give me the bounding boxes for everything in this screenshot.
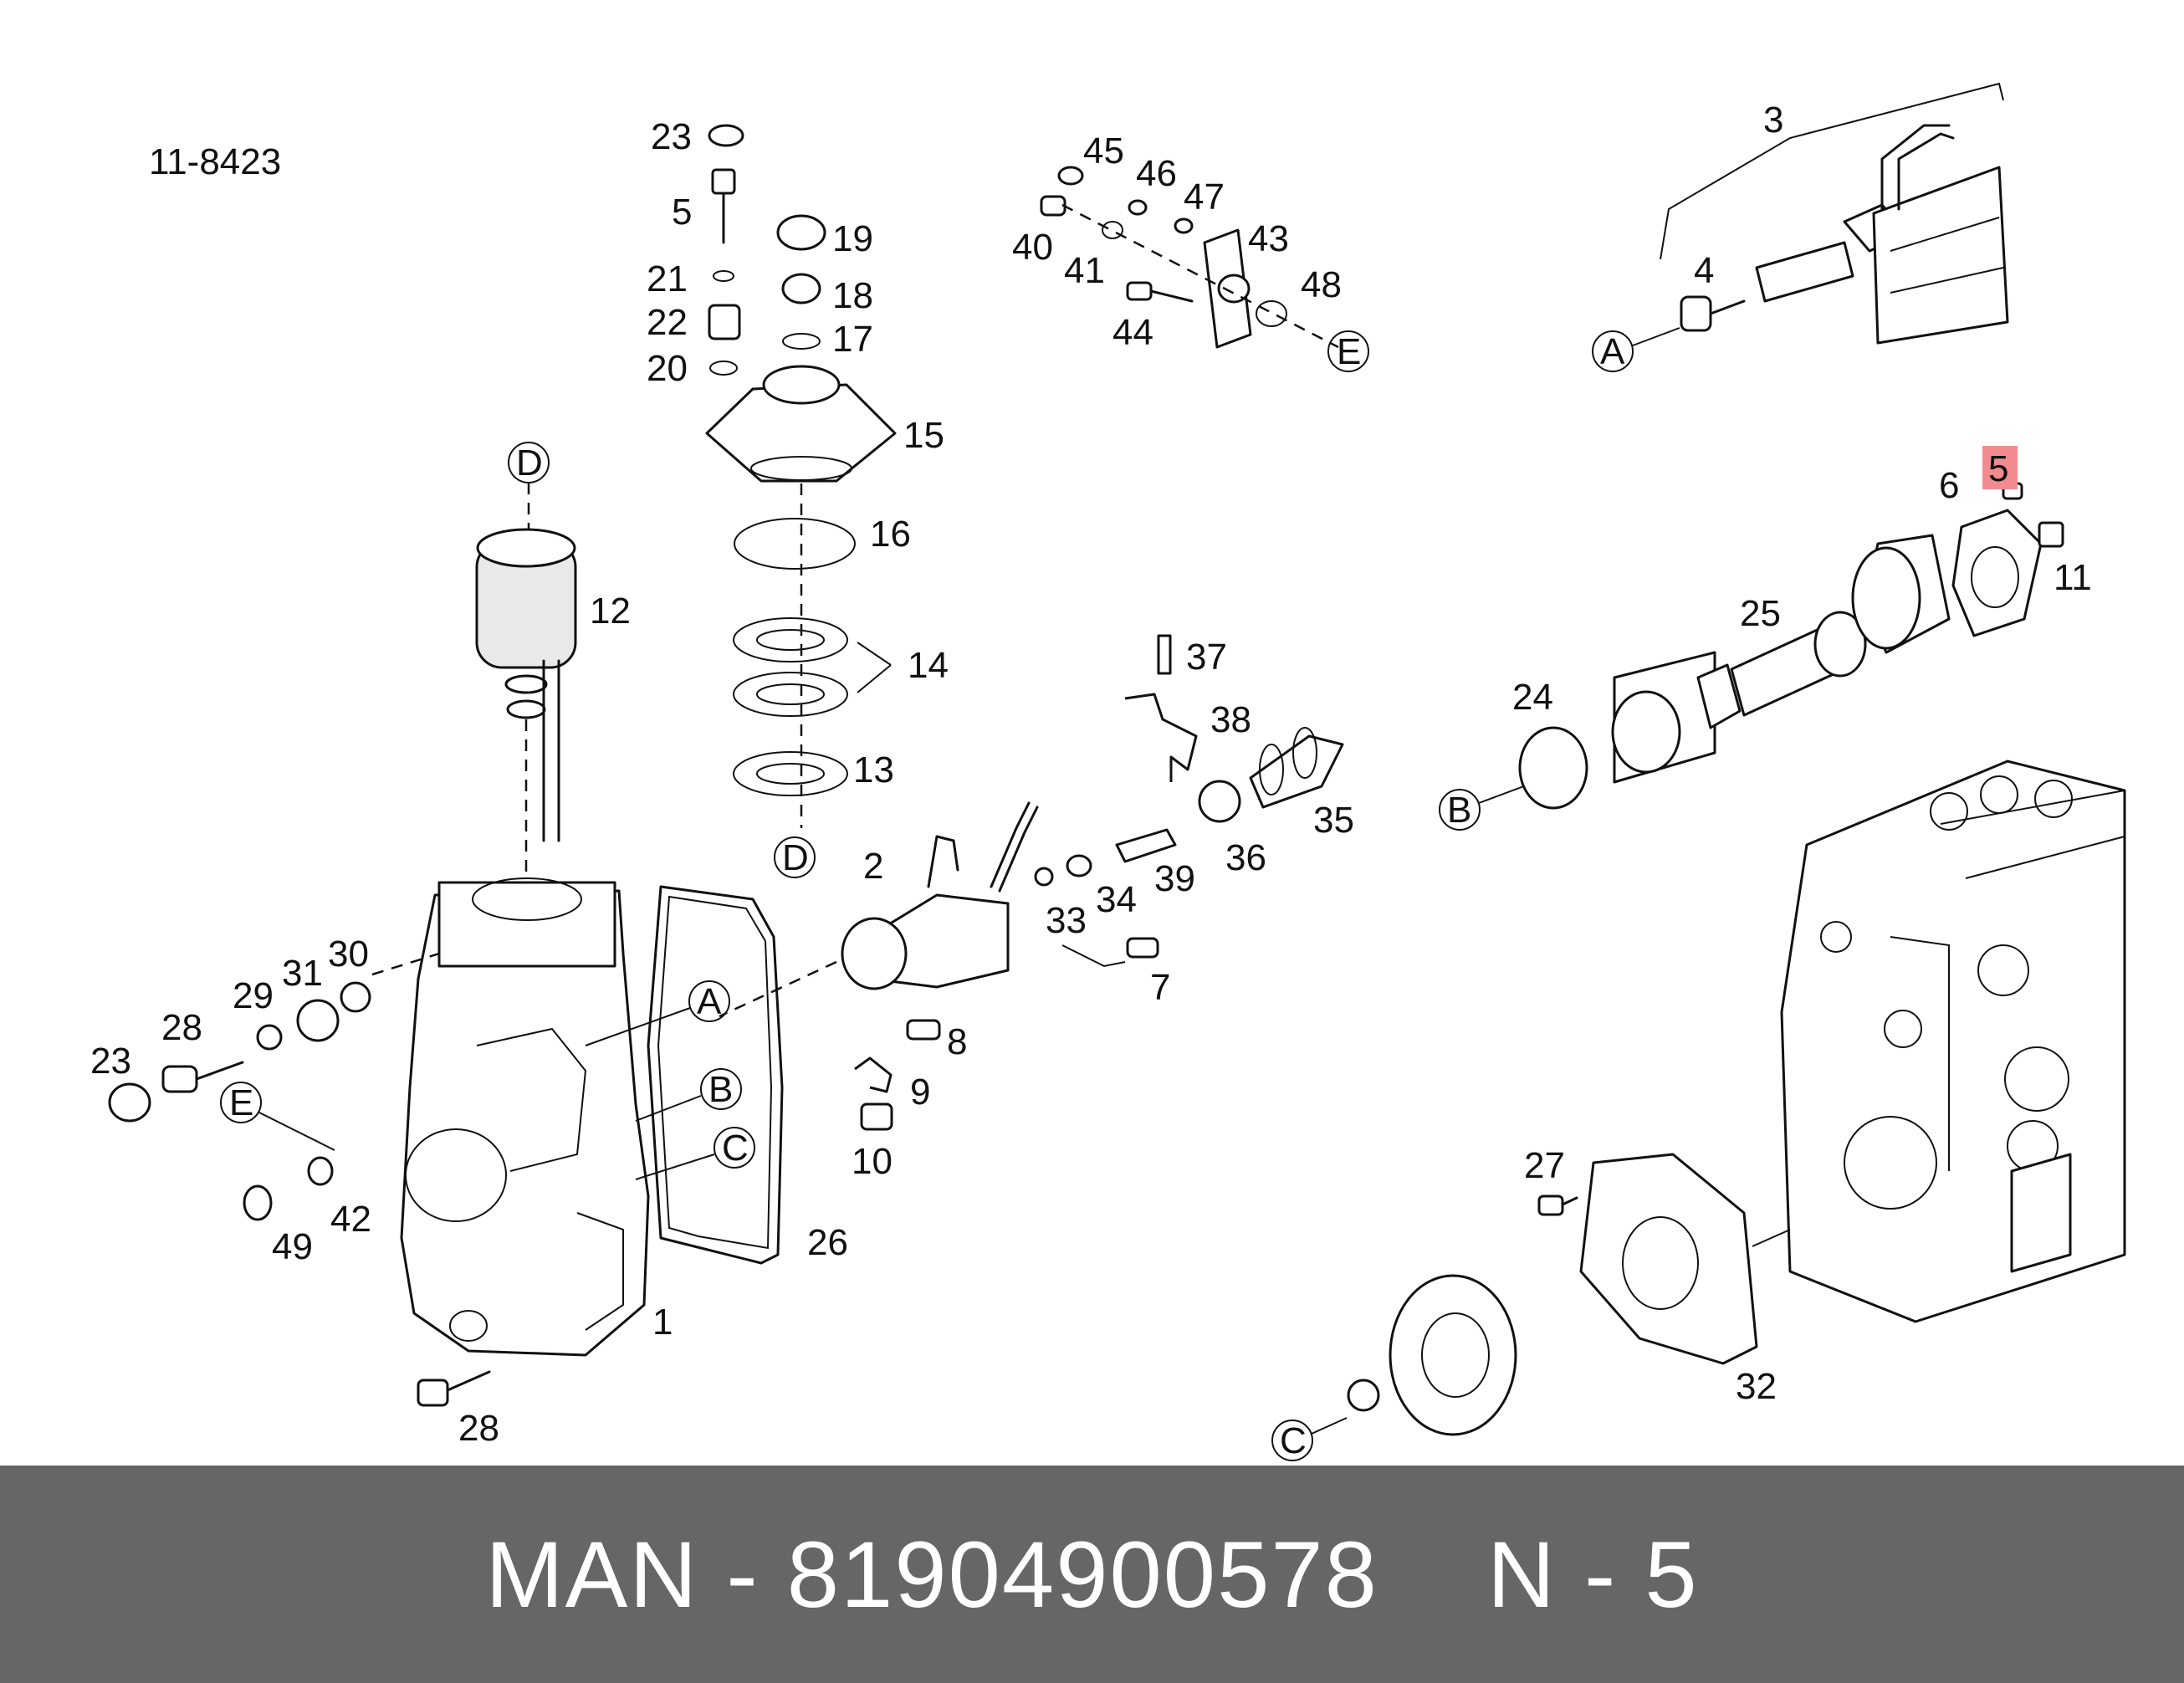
callout-5-highlighted: 5: [1988, 448, 2008, 489]
housing-small-parts: [108, 981, 491, 1407]
part-number-banner: MAN - 81904900578 N - 5: [0, 1466, 2184, 1683]
callout-24: 24: [1512, 677, 1553, 718]
callout-4: 4: [1694, 250, 1714, 291]
callout-29: 29: [233, 975, 274, 1016]
callout-5: 5: [672, 192, 692, 233]
callout-23-left: 23: [90, 1041, 131, 1082]
callout-31: 31: [282, 953, 323, 994]
solenoid-assembly: [475, 442, 577, 878]
callout-20: 20: [647, 348, 688, 389]
callout-48: 48: [1301, 264, 1342, 305]
callout-14: 14: [908, 645, 949, 686]
pump-housing: [371, 877, 784, 1357]
drawing-number: 11-8423: [149, 141, 281, 182]
callout-16: 16: [870, 514, 911, 555]
harness-assembly: [1592, 82, 2009, 372]
gear-case: [1780, 760, 2126, 1323]
callout-2: 2: [863, 846, 883, 887]
position-number: 5: [1644, 1522, 1699, 1627]
callout-15: 15: [903, 415, 944, 456]
actuator-assembly: [719, 634, 1344, 1131]
callout-19: 19: [832, 218, 873, 259]
callout-37: 37: [1186, 637, 1227, 678]
brand-separator: -: [726, 1522, 760, 1627]
callout-34: 34: [1096, 879, 1137, 920]
position-separator: -: [1583, 1522, 1618, 1627]
position-prefix: N: [1486, 1522, 1557, 1627]
callout-38: 38: [1210, 699, 1251, 740]
callout-26: 26: [807, 1222, 848, 1263]
callout-8: 8: [947, 1021, 967, 1062]
callout-47: 47: [1184, 176, 1225, 217]
callout-27: 27: [1524, 1145, 1565, 1186]
callout-6: 6: [1939, 465, 1959, 506]
callout-7: 7: [1150, 967, 1170, 1008]
callout-33: 33: [1046, 900, 1087, 941]
callout-39: 39: [1154, 858, 1195, 899]
callout-1: 1: [652, 1302, 673, 1343]
plug-assembly: [1040, 166, 1369, 372]
marker-e-left: E: [229, 1082, 253, 1123]
callout-23: 23: [651, 116, 692, 157]
callout-32: 32: [1736, 1366, 1777, 1407]
callout-44: 44: [1112, 312, 1153, 353]
callout-40: 40: [1012, 227, 1053, 268]
callout-35: 35: [1313, 800, 1354, 841]
marker-a-right: A: [1600, 331, 1625, 372]
callout-45: 45: [1083, 130, 1124, 171]
marker-c-left: C: [722, 1128, 749, 1169]
callout-36: 36: [1225, 837, 1266, 878]
callout-25: 25: [1740, 593, 1781, 634]
marker-c-right: C: [1280, 1420, 1307, 1461]
callout-28-bottom: 28: [458, 1408, 499, 1449]
marker-b-right: B: [1447, 790, 1471, 831]
marker-b-left: B: [708, 1069, 733, 1110]
drive-shaft-assembly: [1439, 482, 2064, 831]
callout-3: 3: [1763, 100, 1783, 141]
brand-name: MAN: [485, 1522, 699, 1627]
marker-a-left: A: [697, 981, 722, 1022]
callout-41: 41: [1064, 250, 1105, 291]
exploded-parts-diagram: 11-8423: [90, 82, 2126, 1461]
highlighted-callout-5: [1982, 446, 2018, 489]
callout-9: 9: [910, 1072, 930, 1113]
callout-10: 10: [852, 1141, 893, 1182]
part-number: 81904900578: [786, 1522, 1378, 1627]
marker-d-top: D: [516, 442, 543, 483]
callout-49: 49: [272, 1226, 313, 1267]
callout-17: 17: [832, 319, 873, 360]
valve-cover-assembly: [705, 124, 897, 878]
marker-d-bottom: D: [782, 837, 809, 878]
drive-flange-assembly: [1271, 1153, 1791, 1461]
callout-30: 30: [328, 934, 369, 975]
callout-11: 11: [2054, 557, 2092, 598]
callout-42: 42: [330, 1199, 371, 1240]
marker-e-right: E: [1337, 331, 1361, 372]
callout-21: 21: [647, 258, 688, 299]
callout-22: 22: [647, 302, 688, 343]
callout-12: 12: [590, 591, 631, 632]
callout-46: 46: [1136, 153, 1177, 194]
callout-28-top: 28: [161, 1007, 202, 1048]
callout-18: 18: [832, 275, 873, 316]
callout-43: 43: [1248, 218, 1289, 259]
callout-13: 13: [853, 749, 894, 790]
